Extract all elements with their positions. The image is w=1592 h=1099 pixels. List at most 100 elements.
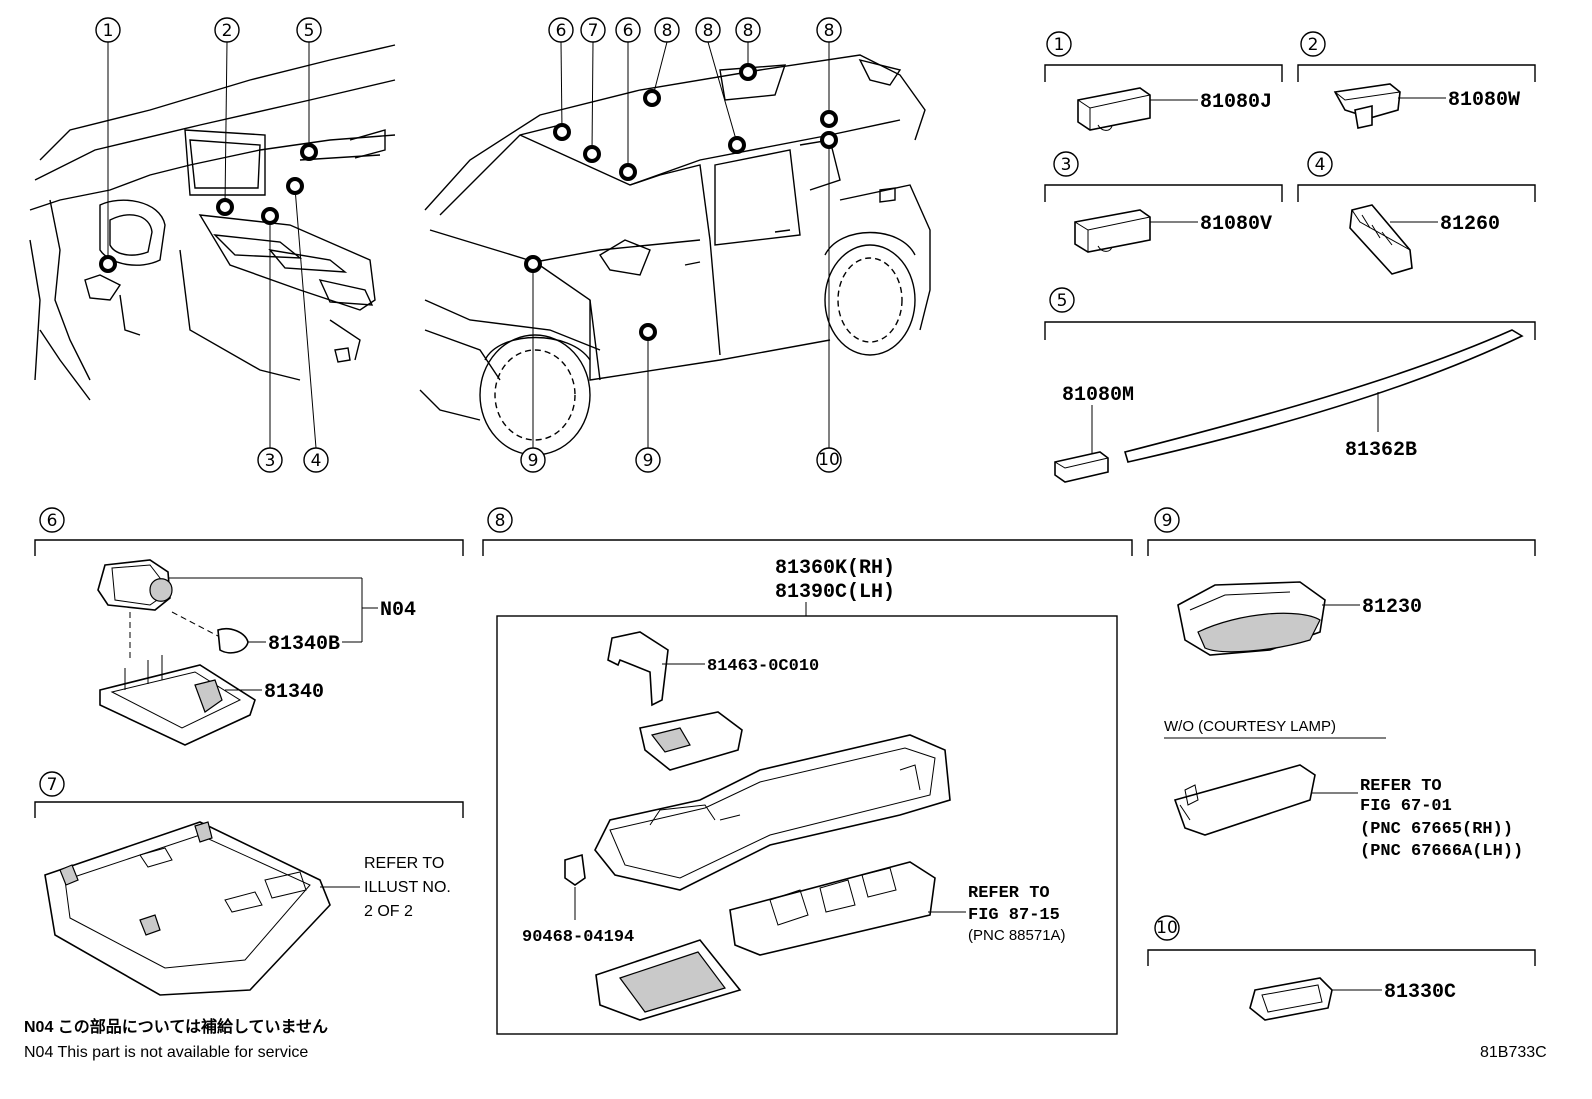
svg-text:REFER TO: REFER TO xyxy=(968,884,1050,903)
svg-text:(PNC 88571A): (PNC 88571A) xyxy=(968,927,1066,944)
callout-8-car-a: 8 xyxy=(654,17,680,43)
callout-1-dash: 1 xyxy=(95,17,121,43)
part-81080v-sketch xyxy=(1074,209,1151,253)
part-lens-sketch xyxy=(729,861,936,956)
footnote-en: N04 This part is not available for servi… xyxy=(24,1044,308,1061)
svg-text:9: 9 xyxy=(1162,511,1173,531)
vehicle-location-dots xyxy=(524,63,838,341)
callout-10-car: 10 xyxy=(816,447,842,473)
callout-9-car-b: 9 xyxy=(635,447,661,473)
group-6: 6 81340B N04 81340 xyxy=(34,507,464,746)
svg-text:2 OF 2: 2 OF 2 xyxy=(364,903,413,920)
svg-text:9: 9 xyxy=(528,451,539,471)
part-number-b: 81362B xyxy=(1345,439,1417,462)
svg-text:REFER TO: REFER TO xyxy=(1360,777,1442,796)
callout-2-dash: 2 xyxy=(214,17,240,43)
part-81080m-sketch xyxy=(1054,451,1109,483)
svg-text:(PNC 67665(RH)): (PNC 67665(RH)) xyxy=(1360,820,1513,839)
callout-9-car-a: 9 xyxy=(520,447,546,473)
part-number-clip: 90468-04194 xyxy=(522,928,634,947)
callout-6-car-a: 6 xyxy=(548,17,574,43)
callout-8-car-c: 8 xyxy=(735,17,761,43)
group-7: 7 REFER TO ILLUST NO. 2 OF 2 xyxy=(34,771,464,996)
part-number-bulb: 81340B xyxy=(268,633,340,656)
group-3: 3 81080V xyxy=(1044,151,1283,253)
part-socket-sketch xyxy=(97,559,173,611)
svg-text:(PNC 67666A(LH)): (PNC 67666A(LH)) xyxy=(1360,842,1523,861)
part-81080w-sketch xyxy=(1333,83,1401,129)
svg-text:5: 5 xyxy=(304,21,315,41)
svg-text:3: 3 xyxy=(1061,155,1072,175)
svg-text:10: 10 xyxy=(1156,918,1178,938)
assembly-box xyxy=(496,615,1118,1035)
part-number-a: 81080M xyxy=(1062,384,1134,407)
svg-text:FIG 67-01: FIG 67-01 xyxy=(1360,797,1452,816)
dashboard-location-dots xyxy=(99,143,318,273)
group-2: 2 81080W xyxy=(1297,31,1536,129)
callout-8-car-d: 8 xyxy=(816,17,842,43)
svg-text:2: 2 xyxy=(222,21,233,41)
part-number-bracket: 81463-0C010 xyxy=(707,657,819,676)
part-81362b-sketch xyxy=(1123,329,1524,463)
svg-text:REFER TO: REFER TO xyxy=(364,855,444,872)
callout-5-dash: 5 xyxy=(296,17,322,43)
part-cover-sketch xyxy=(595,939,742,1021)
part-81260-sketch xyxy=(1349,204,1413,275)
vehicle-leaders xyxy=(532,41,830,448)
part-number: 81260 xyxy=(1440,213,1500,236)
part-number: 81080V xyxy=(1200,213,1272,236)
part-clip-sketch xyxy=(564,853,586,886)
svg-text:1: 1 xyxy=(1054,35,1065,55)
callout-3-dash: 3 xyxy=(257,447,283,473)
note-code: N04 xyxy=(380,599,416,622)
svg-text:6: 6 xyxy=(623,21,634,41)
callout-6-car-b: 6 xyxy=(615,17,641,43)
part-socket-sketch-8 xyxy=(639,711,743,771)
dashboard-illustration xyxy=(29,44,396,401)
part-number: 81330C xyxy=(1384,981,1456,1004)
callout-7-car: 7 xyxy=(580,17,606,43)
svg-text:6: 6 xyxy=(47,511,58,531)
group-10: 10 81330C xyxy=(1147,915,1536,1021)
part-lamp-81340-sketch xyxy=(99,655,256,746)
svg-text:2: 2 xyxy=(1308,35,1319,55)
svg-text:1: 1 xyxy=(103,21,114,41)
part-81230-sketch xyxy=(1177,581,1326,656)
part-overhead-console-sketch xyxy=(44,821,331,996)
callout-4-dash: 4 xyxy=(303,447,329,473)
part-bracket-sketch xyxy=(607,631,669,707)
svg-text:5: 5 xyxy=(1057,291,1068,311)
svg-text:8: 8 xyxy=(824,21,835,41)
group-1: 1 81080J xyxy=(1044,31,1283,131)
part-number: 81080J xyxy=(1200,91,1272,114)
svg-text:3: 3 xyxy=(265,451,276,471)
svg-text:4: 4 xyxy=(1315,155,1326,175)
part-number: 81080W xyxy=(1448,89,1520,112)
footnote-jp: N04 この部品については補給していません xyxy=(24,1017,328,1036)
vehicle-illustration xyxy=(419,54,931,456)
svg-text:ILLUST NO.: ILLUST NO. xyxy=(364,879,451,896)
part-door-trim-sketch xyxy=(1173,764,1316,836)
part-number-lamp: 81340 xyxy=(264,681,324,704)
dashboard-leaders xyxy=(107,41,317,449)
svg-text:8: 8 xyxy=(662,21,673,41)
part-roof-console-sketch xyxy=(594,734,951,891)
group-4: 4 81260 xyxy=(1297,151,1536,275)
part-bulb-sketch xyxy=(217,627,249,654)
group-9: 9 81230 W/O (COURTESY LAMP) REFER TO FIG… xyxy=(1147,507,1536,861)
group-8: 8 81360K(RH) 81390C(LH) 81463-0C010 9046… xyxy=(482,507,1133,1035)
part-81330c-sketch xyxy=(1249,977,1333,1021)
svg-text:9: 9 xyxy=(643,451,654,471)
svg-text:7: 7 xyxy=(47,775,58,795)
diagram-code: 81B733C xyxy=(1480,1044,1547,1061)
svg-text:7: 7 xyxy=(588,21,599,41)
part-81080j-sketch xyxy=(1077,87,1151,131)
assy-lh: 81390C(LH) xyxy=(775,581,895,604)
callout-8-car-b: 8 xyxy=(695,17,721,43)
svg-text:4: 4 xyxy=(311,451,322,471)
svg-text:8: 8 xyxy=(743,21,754,41)
svg-text:FIG 87-15: FIG 87-15 xyxy=(968,906,1060,925)
svg-text:6: 6 xyxy=(556,21,567,41)
assy-rh: 81360K(RH) xyxy=(775,557,895,580)
